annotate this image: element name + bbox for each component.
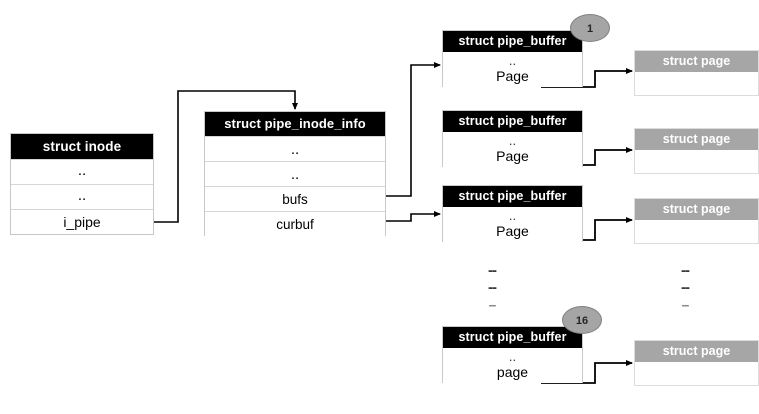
pipe-buffer-16-dots: .. — [508, 349, 517, 364]
pipe-buffer-1-page-field: Page — [496, 68, 529, 84]
struct-pipe-inode-info-header: struct pipe_inode_info — [205, 112, 385, 136]
connector-curbuf-to-pipe-buffer-3 — [386, 211, 441, 222]
struct-page-box-2: struct page — [634, 128, 759, 174]
pipe-buffer-16-body: .. page — [443, 348, 582, 383]
connector-bufs-to-pipe-buffer-1 — [386, 62, 441, 197]
pipe-buffer-1-body: .. Page — [443, 52, 582, 87]
pipe-buffer-16-header: struct pipe_buffer — [443, 327, 582, 348]
struct-page-16-header: struct page — [635, 341, 758, 362]
struct-inode-row-i-pipe: i_pipe — [11, 209, 153, 234]
struct-inode-row-0: .. — [11, 159, 153, 184]
struct-pipe-inode-info-box: struct pipe_inode_info .. .. bufs curbuf — [204, 111, 386, 236]
struct-page-1-header: struct page — [635, 51, 758, 72]
struct-page-3-header: struct page — [635, 199, 758, 220]
pipe-buffer-3-body: .. Page — [443, 207, 582, 242]
struct-page-box-1: struct page — [634, 50, 759, 96]
connector-page-16-to-struct-page-16 — [541, 360, 633, 384]
struct-pipe-buffer-box-1: struct pipe_buffer .. Page — [442, 30, 583, 87]
pipe-inode-info-row-0: .. — [205, 136, 385, 161]
struct-page-2-header: struct page — [635, 129, 758, 150]
ellipsis-right-1: -- — [681, 279, 690, 296]
struct-page-box-3: struct page — [634, 198, 759, 244]
pipe-buffer-3-page-field: Page — [496, 223, 529, 239]
ellipsis-left-2: -- — [488, 297, 497, 312]
pipe-buffer-2-header: struct pipe_buffer — [443, 111, 582, 132]
pipe-buffer-16-page-field: page — [496, 364, 529, 380]
ellipsis-left-1: -- — [488, 279, 497, 296]
ellipsis-dashes-pages: -- -- -- — [665, 262, 705, 313]
ellipsis-right-2: -- — [681, 297, 690, 312]
pipe-inode-info-row-1: .. — [205, 161, 385, 186]
pipe-buffer-3-header: struct pipe_buffer — [443, 186, 582, 207]
struct-page-1-body — [635, 72, 758, 95]
pipe-buffer-1-header: struct pipe_buffer — [443, 31, 582, 52]
struct-page-3-body — [635, 220, 758, 243]
pipe-inode-info-row-curbuf: curbuf — [205, 211, 385, 236]
index-badge-first: 1 — [570, 14, 610, 42]
ellipsis-left-0: -- — [488, 262, 497, 279]
index-badge-last: 16 — [562, 306, 602, 334]
ellipsis-dashes-pipe-buffers: -- -- -- — [472, 262, 512, 313]
connector-page-1-to-struct-page-1 — [541, 68, 633, 88]
struct-pipe-buffer-box-2: struct pipe_buffer .. Page — [442, 110, 583, 167]
struct-pipe-buffer-box-16: struct pipe_buffer .. page — [442, 326, 583, 383]
struct-inode-row-1: .. — [11, 184, 153, 209]
pipe-inode-info-row-bufs: bufs — [205, 186, 385, 211]
struct-inode-header: struct inode — [11, 134, 153, 159]
struct-pipe-buffer-box-3: struct pipe_buffer .. Page — [442, 185, 583, 242]
pipe-buffer-3-dots: .. — [508, 208, 517, 223]
pipe-buffer-1-dots: .. — [508, 53, 517, 68]
struct-page-box-16: struct page — [634, 340, 759, 386]
pipe-buffer-2-page-field: Page — [496, 148, 529, 164]
pipe-buffer-2-dots: .. — [508, 133, 517, 148]
struct-page-16-body — [635, 362, 758, 385]
ellipsis-right-0: -- — [681, 262, 690, 279]
struct-page-2-body — [635, 150, 758, 173]
connector-i-pipe-to-pipe-inode-info — [154, 90, 298, 223]
pipe-buffer-2-body: .. Page — [443, 132, 582, 167]
struct-inode-box: struct inode .. .. i_pipe — [10, 133, 154, 235]
